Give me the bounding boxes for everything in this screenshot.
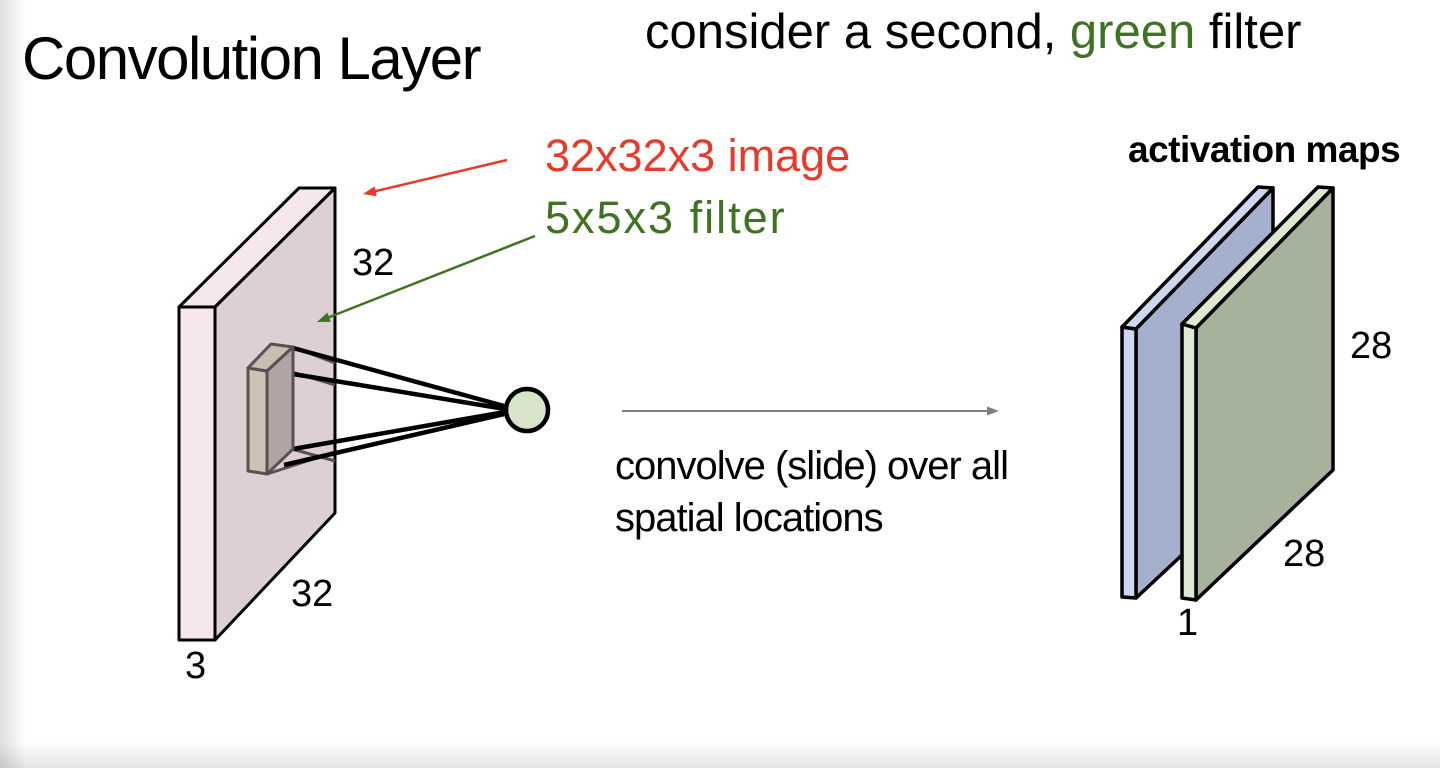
filter-box-front-face [265, 345, 295, 476]
output-width-label: 28 [1283, 533, 1326, 575]
image-size-label: 32x32x3 image [545, 130, 851, 181]
activation-map-green [1180, 185, 1335, 602]
connection-line [283, 411, 505, 468]
map-blue-top-face [1120, 185, 1275, 331]
subtitle-part2: filter [1195, 5, 1302, 59]
convolve-caption-line1: convolve (slide) over all [615, 444, 1009, 488]
slide-bottom-shadow [0, 742, 1440, 768]
filter-size-label: 5x5x3 filter [545, 192, 787, 243]
activation-maps-label: activation maps [1128, 129, 1401, 170]
slide-subtitle: consider a second, green filter [645, 5, 1302, 60]
map-blue-side-face [1120, 325, 1138, 600]
slide-title: Convolution Layer [22, 25, 482, 92]
red-arrow [363, 158, 508, 197]
filter-box [246, 342, 295, 476]
green-arrow [317, 234, 536, 322]
filter-box-side-face [246, 366, 269, 476]
connection-line [292, 345, 505, 409]
connection-line [292, 409, 506, 452]
red-arrow-line [371, 158, 508, 194]
output-height-label: 28 [1350, 325, 1393, 367]
red-arrow-head [363, 186, 377, 197]
subtitle-part1: consider a second, [645, 5, 1070, 59]
frustum-line [291, 447, 336, 463]
input-height-label: 32 [352, 242, 395, 284]
input-depth-label: 3 [185, 645, 207, 687]
green-arrow-line [326, 234, 536, 320]
convolve-caption: convolve (slide) over all spatial locatio… [615, 440, 1009, 544]
connection-lines [283, 345, 506, 468]
output-depth-label: 1 [1177, 602, 1199, 644]
connection-line [292, 371, 506, 412]
input-width-label: 32 [291, 573, 334, 615]
map-green-side-face [1180, 322, 1198, 602]
map-green-top-face [1180, 185, 1335, 330]
convolve-caption-line2: spatial locations [615, 496, 884, 540]
neuron-circle [503, 386, 551, 434]
input-slab-side-face [177, 305, 217, 642]
green-arrow-head [317, 312, 331, 322]
convolve-arrow-head [987, 406, 999, 416]
slide-left-shadow [0, 0, 26, 768]
convolve-arrow [622, 406, 999, 416]
subtitle-highlight-green: green [1069, 5, 1196, 59]
